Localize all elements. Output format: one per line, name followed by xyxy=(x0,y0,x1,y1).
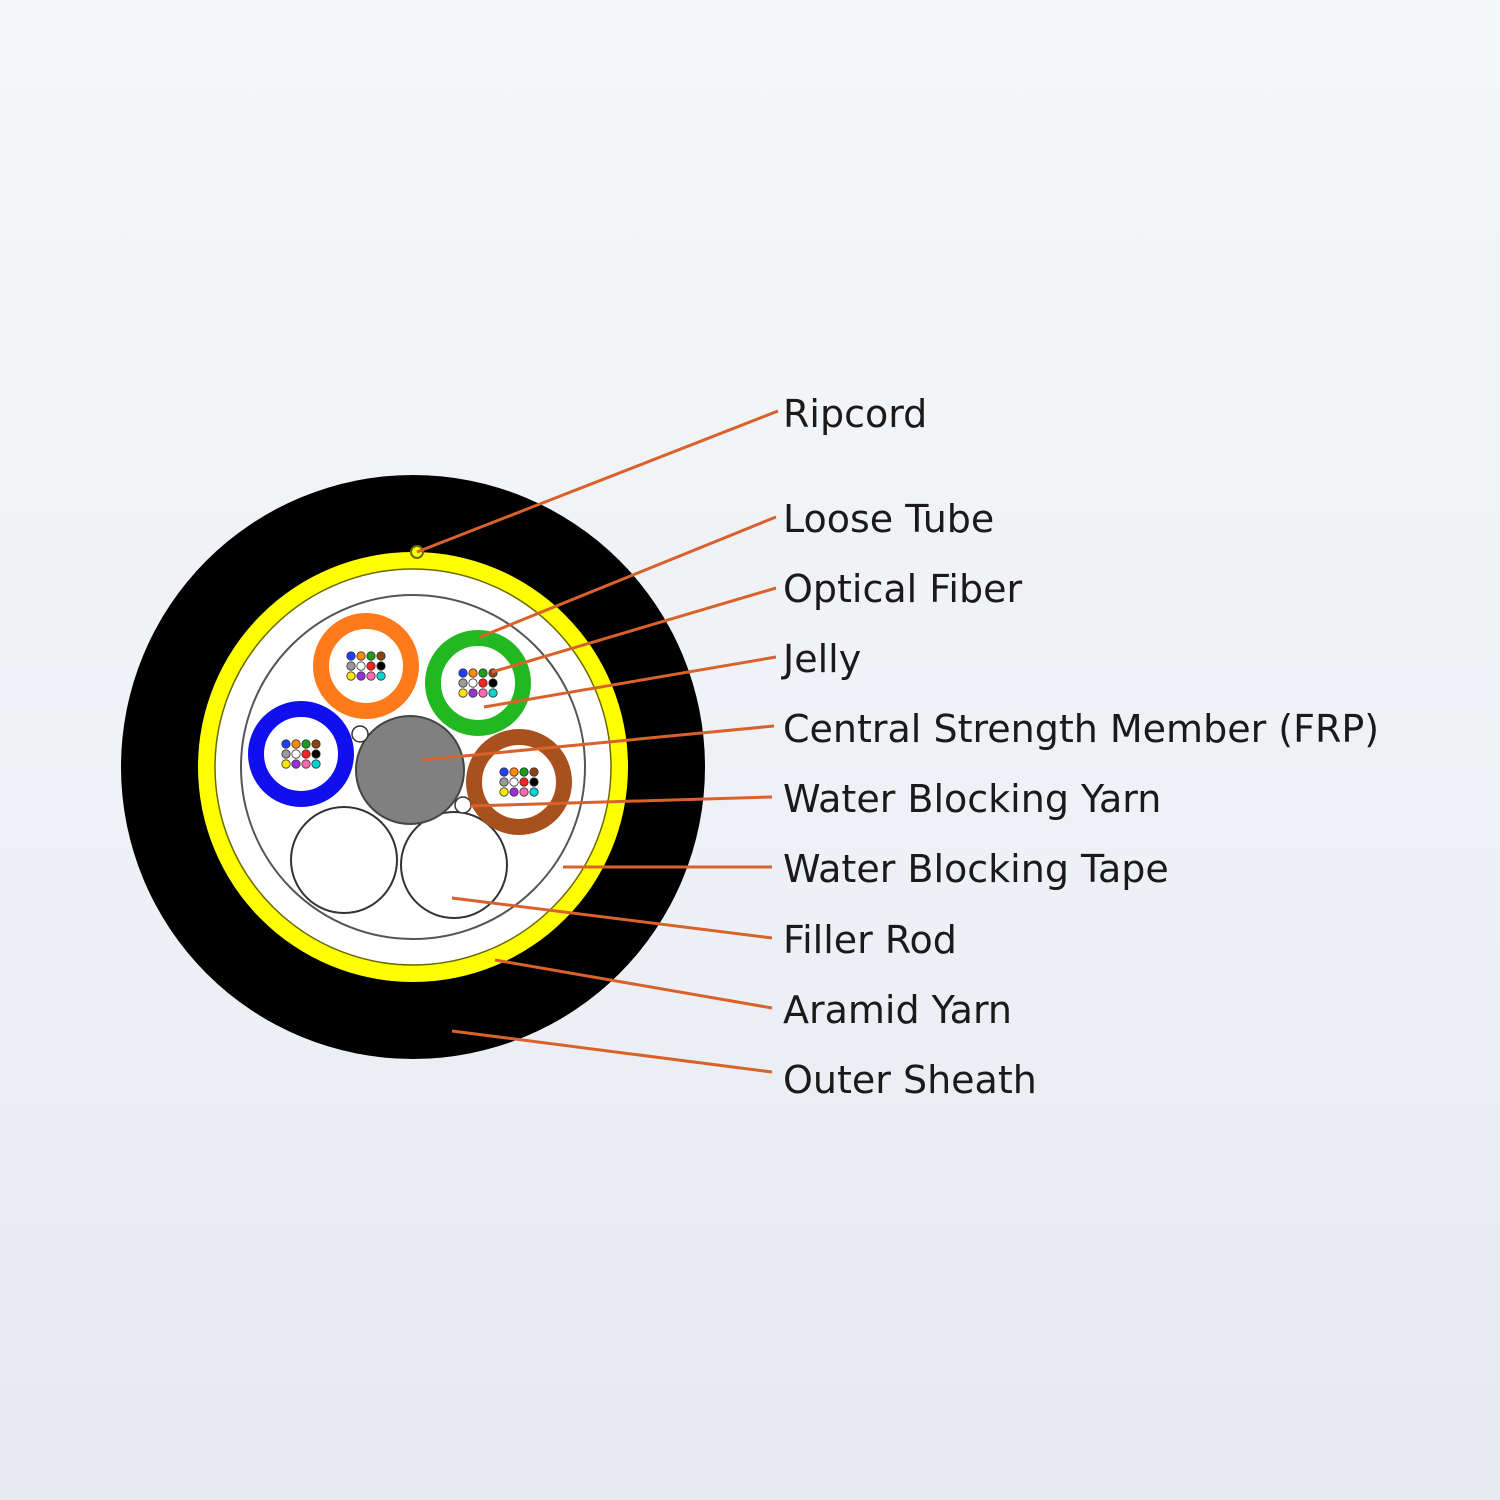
optical-fiber xyxy=(458,688,468,698)
tube-wall xyxy=(425,630,531,736)
optical-fiber xyxy=(356,671,366,681)
optical-fiber xyxy=(346,661,356,671)
label-jelly: Jelly xyxy=(781,637,861,681)
optical-fiber xyxy=(356,651,366,661)
water-blocking-yarn xyxy=(454,796,472,814)
optical-fiber xyxy=(468,668,478,678)
optical-fiber xyxy=(519,767,529,777)
optical-fiber xyxy=(499,777,509,787)
loose-tube-green xyxy=(425,630,531,736)
optical-fiber xyxy=(458,668,468,678)
leader-line-outer-sheath xyxy=(451,1029,773,1074)
optical-fiber xyxy=(499,767,509,777)
optical-fiber xyxy=(509,777,519,787)
optical-fiber xyxy=(301,739,311,749)
optical-fiber xyxy=(478,678,488,688)
leader-line-optical-fiber xyxy=(491,586,777,674)
water-blocking-yarn xyxy=(351,725,369,743)
optical-fiber xyxy=(376,671,386,681)
optical-fiber xyxy=(488,688,498,698)
optical-fiber xyxy=(376,651,386,661)
optical-fiber xyxy=(529,787,539,797)
leader-line-central-strength-member xyxy=(421,724,775,762)
optical-fiber xyxy=(529,777,539,787)
optical-fiber xyxy=(529,767,539,777)
optical-fiber xyxy=(311,759,321,769)
tube-wall xyxy=(248,701,354,807)
leader-line-jelly xyxy=(483,655,777,709)
loose-tube-blue xyxy=(248,701,354,807)
label-filler-rod: Filler Rod xyxy=(783,918,957,962)
optical-fiber xyxy=(478,668,488,678)
optical-fiber xyxy=(468,678,478,688)
optical-fiber xyxy=(356,661,366,671)
optical-fiber xyxy=(458,678,468,688)
optical-fiber xyxy=(311,749,321,759)
filler-rod xyxy=(290,806,398,914)
loose-tube-orange xyxy=(313,613,419,719)
optical-fiber xyxy=(468,688,478,698)
label-loose-tube: Loose Tube xyxy=(783,497,994,541)
optical-fiber xyxy=(499,787,509,797)
optical-fiber xyxy=(281,739,291,749)
label-outer-sheath: Outer Sheath xyxy=(783,1058,1037,1102)
leader-line-aramid-yarn xyxy=(494,958,773,1010)
optical-fiber xyxy=(311,739,321,749)
label-central-strength-member: Central Strength Member (FRP) xyxy=(783,707,1379,751)
optical-fiber xyxy=(488,678,498,688)
label-optical-fiber: Optical Fiber xyxy=(783,567,1022,611)
optical-fiber xyxy=(291,749,301,759)
optical-fiber xyxy=(301,759,311,769)
label-water-blocking-yarn: Water Blocking Yarn xyxy=(783,777,1161,821)
leader-lines xyxy=(416,409,779,1074)
optical-fiber xyxy=(291,739,301,749)
optical-fiber xyxy=(301,749,311,759)
optical-fiber xyxy=(509,767,519,777)
optical-fiber xyxy=(346,671,356,681)
optical-fiber xyxy=(376,661,386,671)
optical-fiber xyxy=(519,777,529,787)
optical-fiber xyxy=(346,651,356,661)
optical-fiber xyxy=(281,749,291,759)
tube-wall xyxy=(313,613,419,719)
optical-fiber xyxy=(366,651,376,661)
optical-fiber xyxy=(366,671,376,681)
optical-fiber xyxy=(478,688,488,698)
leader-line-loose-tube xyxy=(479,515,777,639)
label-water-blocking-tape: Water Blocking Tape xyxy=(783,847,1169,891)
optical-fiber xyxy=(366,661,376,671)
leader-line-filler-rod xyxy=(451,896,773,940)
central-strength-member xyxy=(355,715,465,825)
optical-fiber xyxy=(509,787,519,797)
optical-fiber xyxy=(291,759,301,769)
optical-fiber xyxy=(281,759,291,769)
leader-line-water-blocking-yarn xyxy=(469,795,773,808)
optical-fiber xyxy=(519,787,529,797)
label-ripcord: Ripcord xyxy=(783,392,927,436)
filler-rod xyxy=(400,811,508,919)
optical-fibers-group xyxy=(281,651,539,797)
labels: Ripcord Loose Tube Optical Fiber Jelly C… xyxy=(781,392,1379,1102)
label-aramid-yarn: Aramid Yarn xyxy=(783,988,1012,1032)
leader-line-ripcord xyxy=(416,409,779,554)
